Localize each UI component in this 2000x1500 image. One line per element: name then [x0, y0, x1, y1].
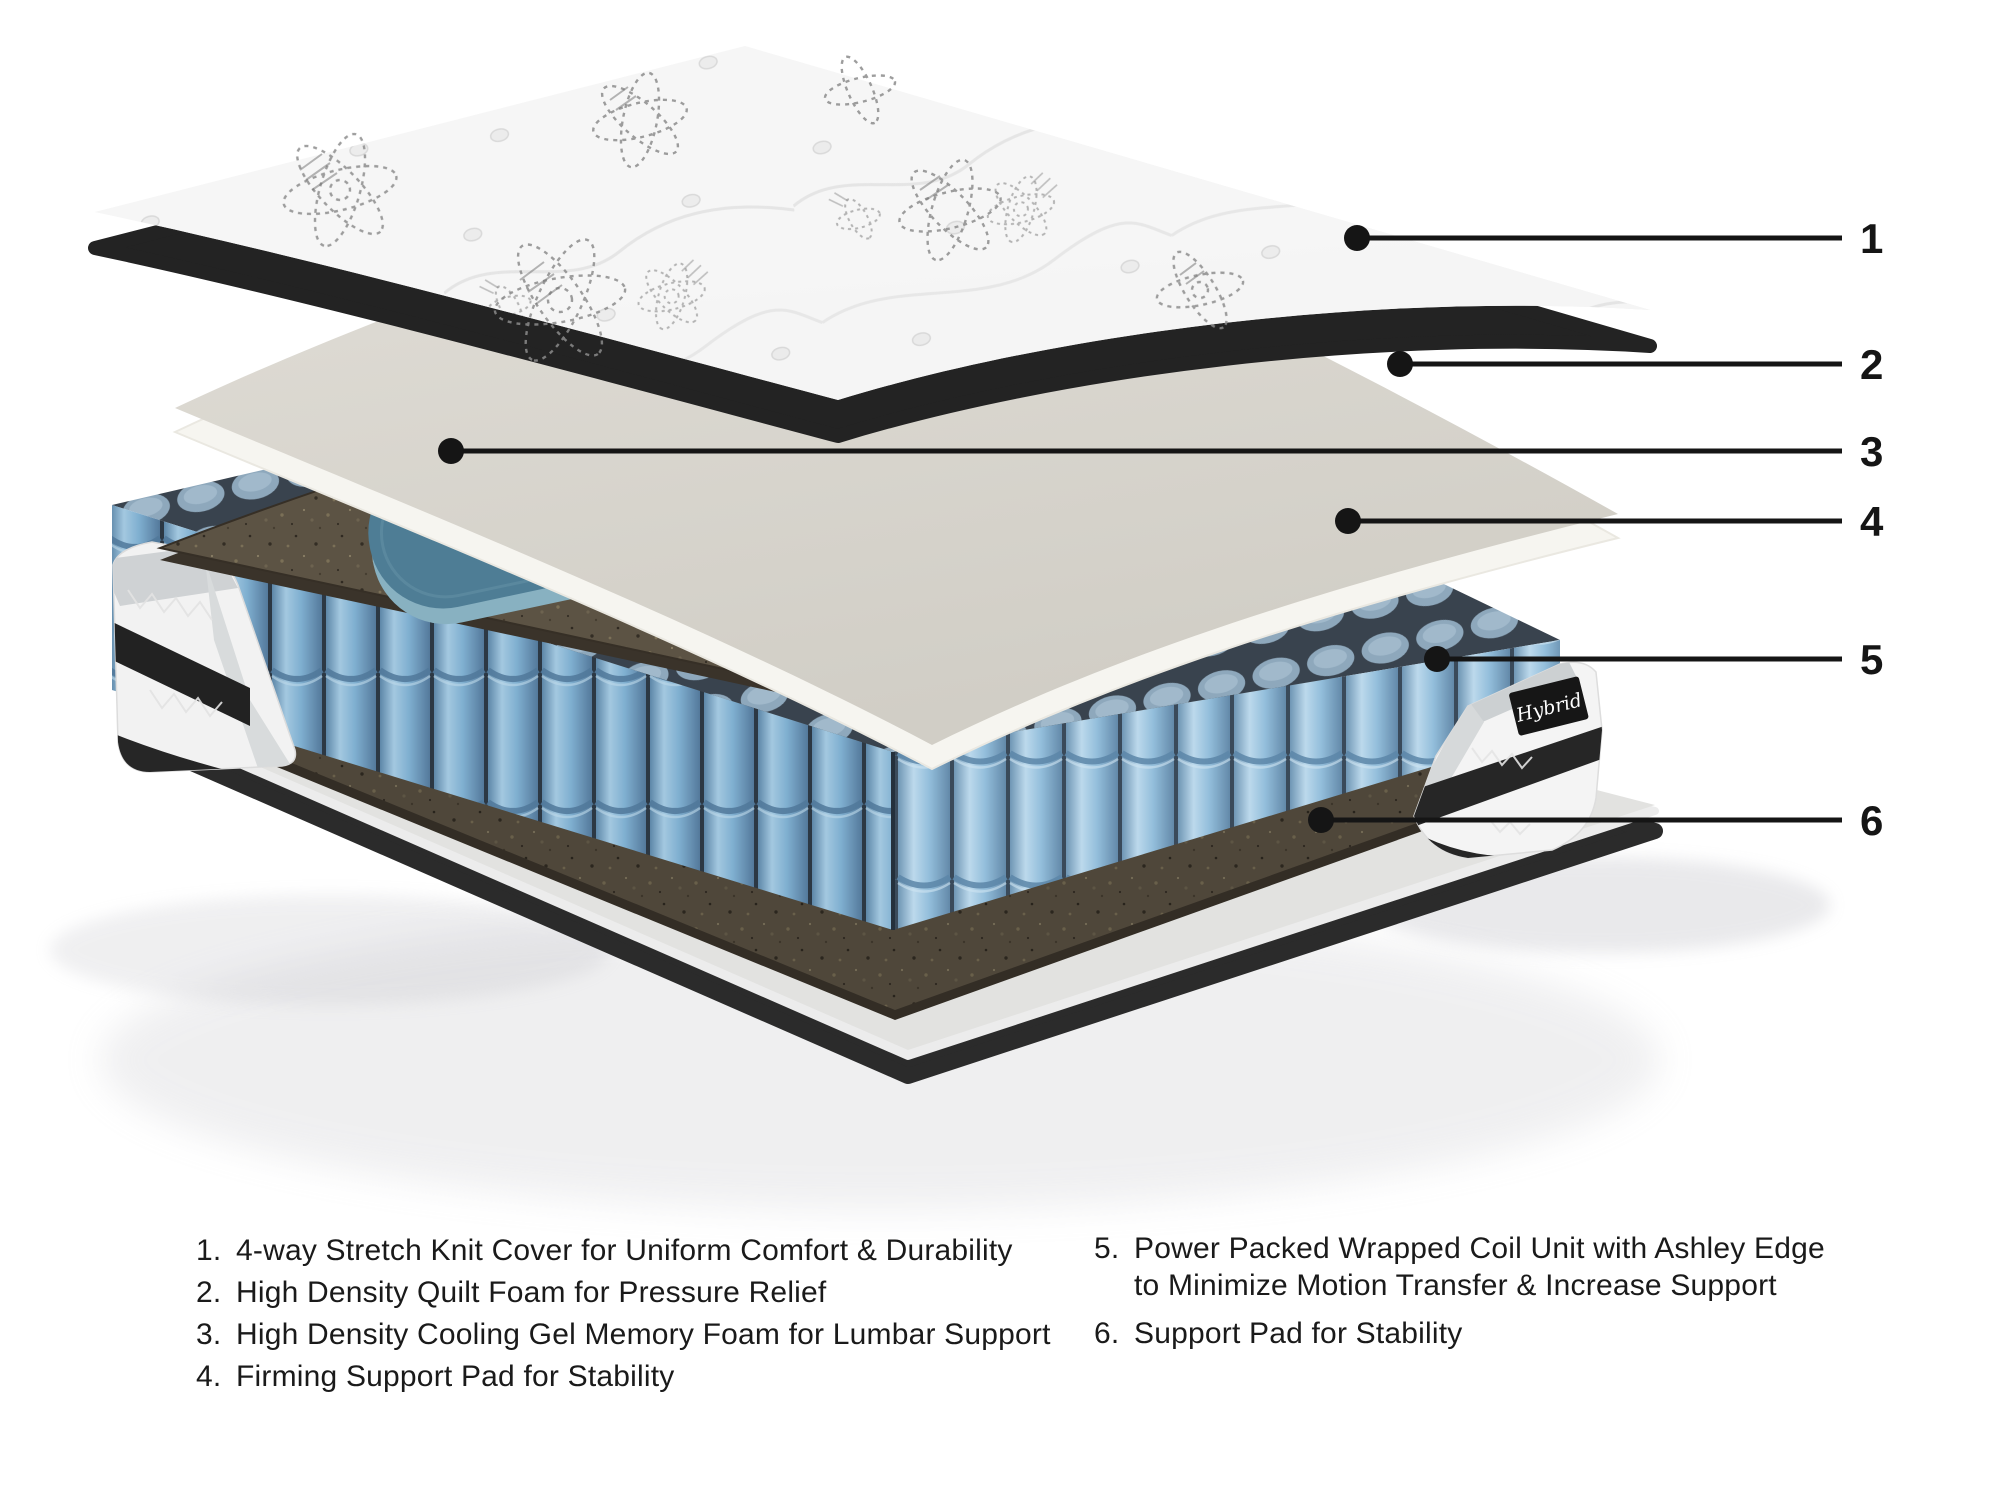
legend-item-4: 4. Firming Support Pad for Stability — [196, 1356, 1076, 1398]
callout-number-2: 2 — [1860, 341, 1883, 388]
legend-number: 5. — [1094, 1232, 1120, 1265]
left-piece-bottom-band — [113, 728, 296, 772]
callout-dot-1 — [1344, 225, 1370, 251]
legend-label: High Density Quilt Foam for Pressure Rel… — [236, 1276, 827, 1309]
callout-dot-6 — [1308, 807, 1334, 833]
right-piece-top-face — [1462, 662, 1578, 724]
legend-label: Power Packed Wrapped Coil Unit with Ashl… — [1134, 1230, 1854, 1304]
hybrid-tag: Hybrid — [1509, 676, 1589, 736]
callout-number-4: 4 — [1860, 498, 1884, 545]
border-piece-right: Hybrid — [1413, 661, 1603, 859]
callout-number-6: 6 — [1860, 797, 1883, 844]
callout-numbers: 1 2 3 4 5 6 — [1860, 215, 1884, 844]
legend-label: Support Pad for Stability — [1134, 1317, 1463, 1350]
legend-item-5: 5. Power Packed Wrapped Coil Unit with A… — [1094, 1230, 1854, 1304]
right-piece-edge-band — [1414, 700, 1484, 812]
callout-number-5: 5 — [1860, 636, 1883, 683]
callout-dot-4 — [1335, 508, 1361, 534]
legend-number: 4. — [196, 1360, 222, 1393]
left-piece-stripe — [113, 616, 250, 726]
legend-number: 2. — [196, 1276, 222, 1309]
legend-left-column: 1. 4-way Stretch Knit Cover for Uniform … — [196, 1230, 1076, 1398]
legend-label: Firming Support Pad for Stability — [236, 1360, 675, 1393]
callout-dot-2 — [1387, 351, 1413, 377]
callout-dot-3 — [438, 438, 464, 464]
legend-number: 6. — [1094, 1317, 1120, 1350]
legend-right-column: 5. Power Packed Wrapped Coil Unit with A… — [1094, 1230, 1854, 1363]
legend-label: 4-way Stretch Knit Cover for Uniform Com… — [236, 1234, 1013, 1267]
legend-label: High Density Cooling Gel Memory Foam for… — [236, 1318, 1051, 1351]
floral-hatching — [299, 86, 1205, 305]
legend-item-2: 2. High Density Quilt Foam for Pressure … — [196, 1272, 1076, 1314]
callout-dot-5 — [1424, 646, 1450, 672]
legend-label-line2: to Minimize Motion Transfer & Increase S… — [1134, 1269, 1777, 1302]
legend-number: 3. — [196, 1318, 222, 1351]
callout-dots — [438, 225, 1450, 833]
coil-front-face — [112, 505, 893, 930]
callout-number-1: 1 — [1860, 215, 1883, 262]
layer-knit-cover — [88, 46, 1657, 443]
legend-item-1: 1. 4-way Stretch Knit Cover for Uniform … — [196, 1230, 1076, 1272]
callout-number-3: 3 — [1860, 428, 1883, 475]
left-piece-edge-band — [205, 560, 296, 772]
legend-label-line1: Power Packed Wrapped Coil Unit with Ashl… — [1134, 1232, 1825, 1265]
right-piece-stripe — [1414, 724, 1602, 826]
legend-item-6: 6. Support Pad for Stability — [1094, 1315, 1854, 1352]
legend-item-3: 3. High Density Cooling Gel Memory Foam … — [196, 1314, 1076, 1356]
coil-right-face — [893, 640, 1560, 930]
legend-number: 1. — [196, 1234, 222, 1267]
callout-lines — [451, 235, 1842, 823]
